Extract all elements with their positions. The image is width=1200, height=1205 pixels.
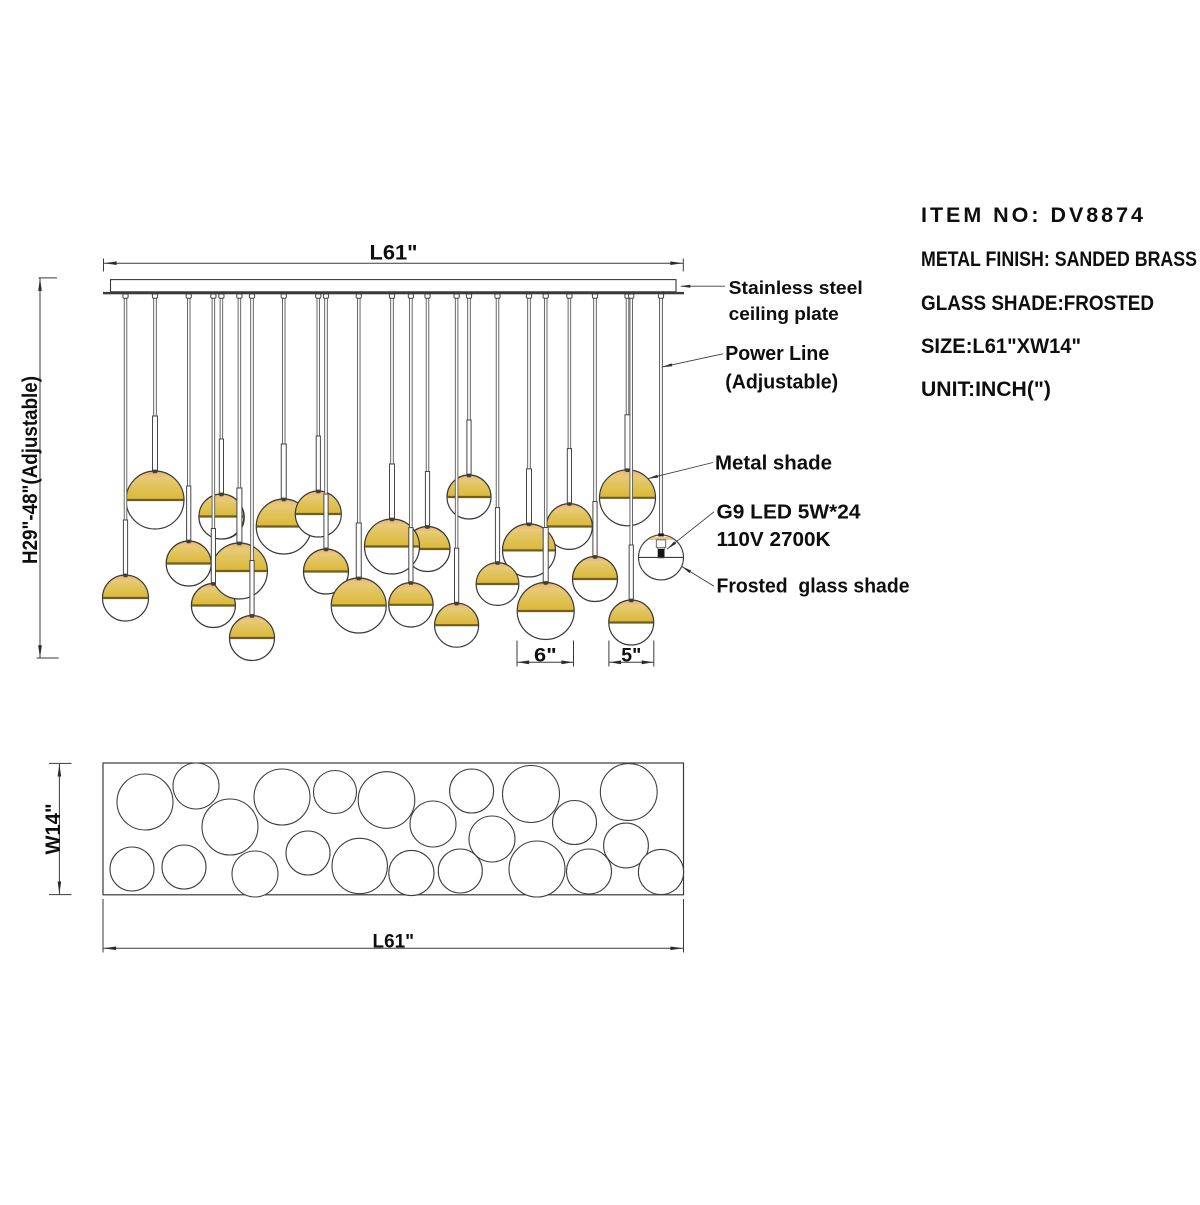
- svg-text:(Adjustable): (Adjustable): [725, 371, 838, 394]
- svg-text:H29"-48"(Adjustable): H29"-48"(Adjustable): [18, 376, 42, 564]
- svg-text:SIZE:L61"XW14": SIZE:L61"XW14": [921, 334, 1081, 358]
- svg-text:GLASS SHADE:FROSTED: GLASS SHADE:FROSTED: [921, 291, 1154, 315]
- svg-text:ITEM NO: DV8874: ITEM NO: DV8874: [921, 203, 1143, 227]
- svg-text:Power Line: Power Line: [725, 342, 829, 365]
- svg-text:Metal shade: Metal shade: [715, 453, 832, 475]
- svg-text:UNIT:INCH("): UNIT:INCH("): [921, 377, 1051, 401]
- svg-text:L61": L61": [370, 241, 418, 265]
- svg-text:Frosted glass shade: Frosted glass shade: [717, 576, 910, 598]
- svg-text:G9 LED 5W*24: G9 LED 5W*24: [717, 502, 862, 524]
- svg-text:Stainless steel: Stainless steel: [729, 277, 863, 298]
- svg-text:6": 6": [534, 645, 557, 667]
- svg-text:110V 2700K: 110V 2700K: [717, 529, 832, 551]
- svg-text:ceiling plate: ceiling plate: [729, 303, 839, 324]
- svg-text:5": 5": [621, 645, 641, 667]
- svg-text:METAL FINISH: SANDED BRASS: METAL FINISH: SANDED BRASS: [921, 247, 1197, 271]
- svg-text:L61": L61": [373, 931, 415, 953]
- svg-text:W14": W14": [41, 804, 65, 855]
